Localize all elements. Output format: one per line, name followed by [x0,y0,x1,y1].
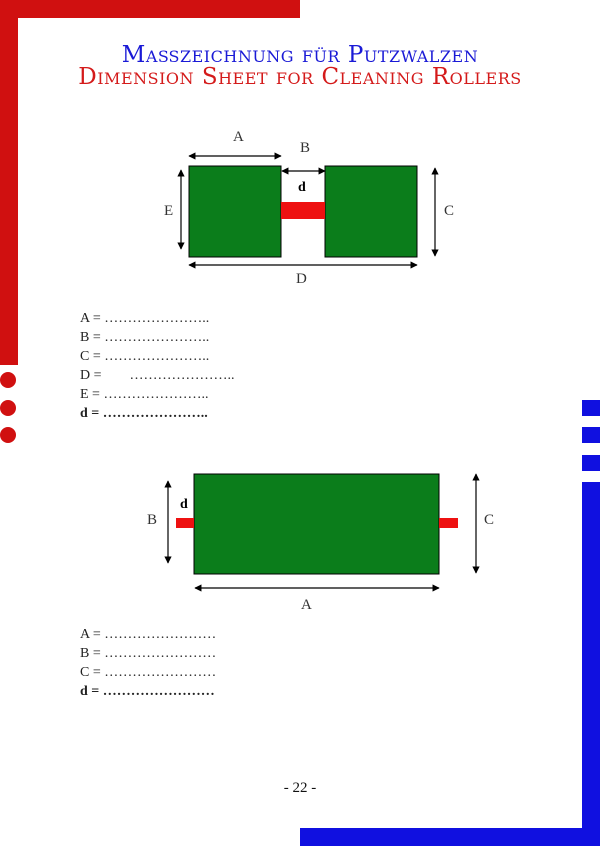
label-a: A [233,129,244,145]
roller-body [193,473,440,575]
field-d[interactable]: D = ………………….. [80,368,235,383]
shaft-segment [281,202,325,219]
red-top-bar [0,0,300,18]
field-b2[interactable]: B = …………………… [80,646,217,661]
roller-right-block [324,165,418,258]
red-dot-2 [0,400,16,416]
field-c[interactable]: C = ………………….. [80,349,210,364]
blue-square-1 [582,400,600,416]
red-dot-3 [0,427,16,443]
field-a[interactable]: A = ………………….. [80,311,210,326]
field-diameter[interactable]: d = ………………….. [80,406,208,421]
shaft-right [439,518,458,528]
blue-bottom-bar [300,828,600,846]
label-a2: A [301,597,312,613]
label-c2: C [484,512,495,528]
blue-square-3 [582,455,600,471]
shaft-left [176,518,194,528]
label-b: B [300,140,311,156]
red-dot-1 [0,372,16,388]
diagram-2 [164,473,480,592]
blue-square-2 [582,427,600,443]
blue-right-bar [582,482,600,846]
page-number: - 22 - [283,780,317,796]
label-diameter: d [298,180,306,195]
label-d: D [296,271,307,287]
field-a2[interactable]: A = …………………… [80,627,217,642]
field-e[interactable]: E = ………………….. [80,387,209,402]
label-c: C [444,203,455,219]
diagram-1 [177,152,439,269]
title-german: Maßzeichnung für Putzwalzen [121,42,479,68]
field-c2[interactable]: C = …………………… [80,665,217,680]
field-b[interactable]: B = ………………….. [80,330,210,345]
roller-left-block [188,165,282,258]
label-b2: B [147,512,158,528]
label-diameter2: d [180,497,188,512]
red-left-bar [0,0,18,365]
label-e: E [164,203,174,219]
field-diameter2[interactable]: d = …………………… [80,684,215,699]
title-english: Dimension Sheet for Cleaning Rollers [78,64,522,90]
